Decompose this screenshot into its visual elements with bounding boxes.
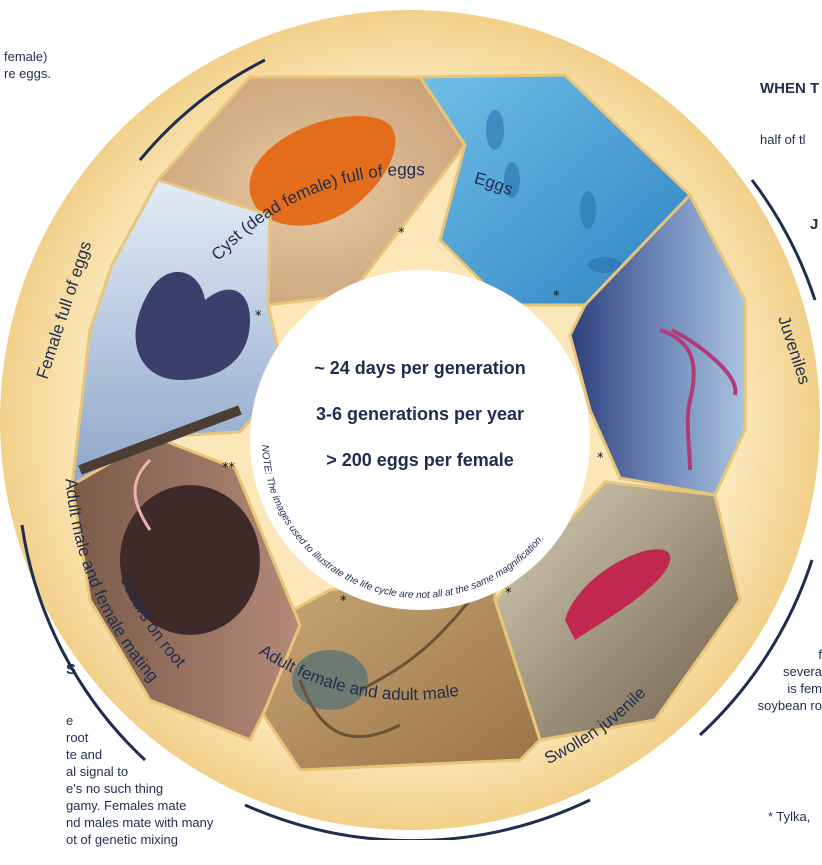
egg-3 bbox=[580, 191, 596, 229]
juveniles-star: * bbox=[597, 451, 604, 466]
egg-1 bbox=[486, 110, 504, 150]
center-line-1: ~ 24 days per generation bbox=[314, 358, 526, 378]
center-line-3: > 200 eggs per female bbox=[326, 450, 514, 470]
cyst-star: * bbox=[398, 226, 405, 241]
eggs-star: * bbox=[553, 289, 560, 304]
swollen-star: * bbox=[505, 586, 512, 601]
center-line-2: 3-6 generations per year bbox=[316, 404, 524, 424]
mating-star: ** bbox=[222, 461, 236, 476]
female-star: * bbox=[255, 309, 262, 324]
adults-star: * bbox=[340, 594, 347, 609]
center-circle bbox=[250, 270, 590, 610]
life-cycle-diagram: * * * * * ** * Cyst bbox=[0, 0, 822, 840]
